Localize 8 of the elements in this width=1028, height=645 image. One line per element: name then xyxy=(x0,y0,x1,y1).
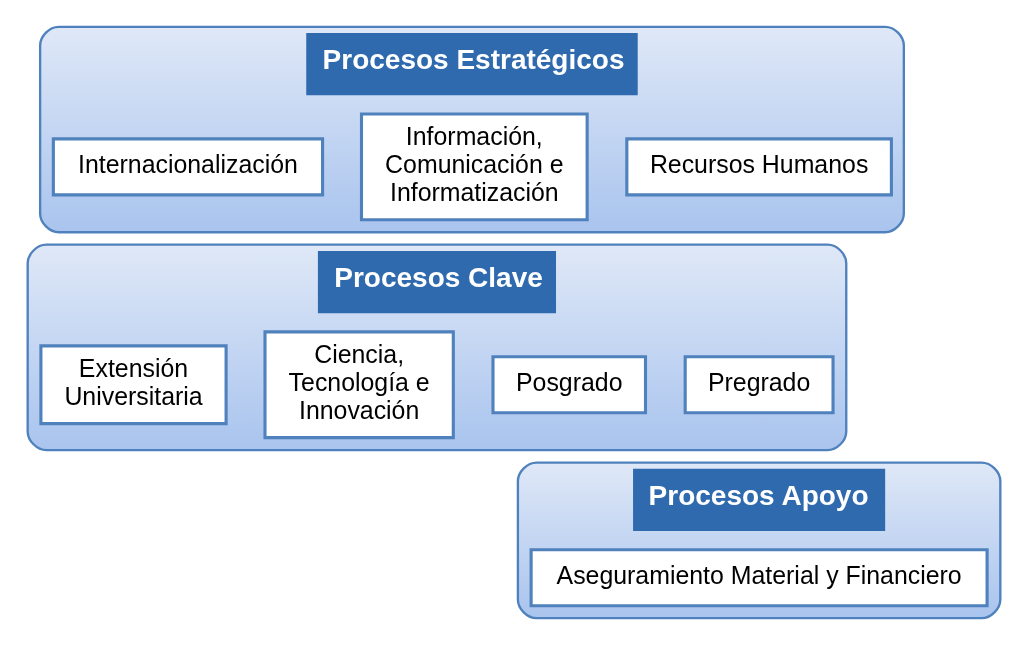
node-box: Pregrado xyxy=(683,355,835,415)
node-box: Posgrado xyxy=(491,355,648,415)
node-box: Internacionalización xyxy=(51,137,325,197)
node-box: Aseguramiento Material y Financiero xyxy=(529,548,989,608)
node-box: Ciencia, Tecnología e Innovación xyxy=(263,330,455,440)
node-box: Extensión Universitaria xyxy=(39,344,228,426)
node-box: Recursos Humanos xyxy=(625,137,893,197)
node-box: Información, Comunicación e Informatización xyxy=(359,112,589,222)
